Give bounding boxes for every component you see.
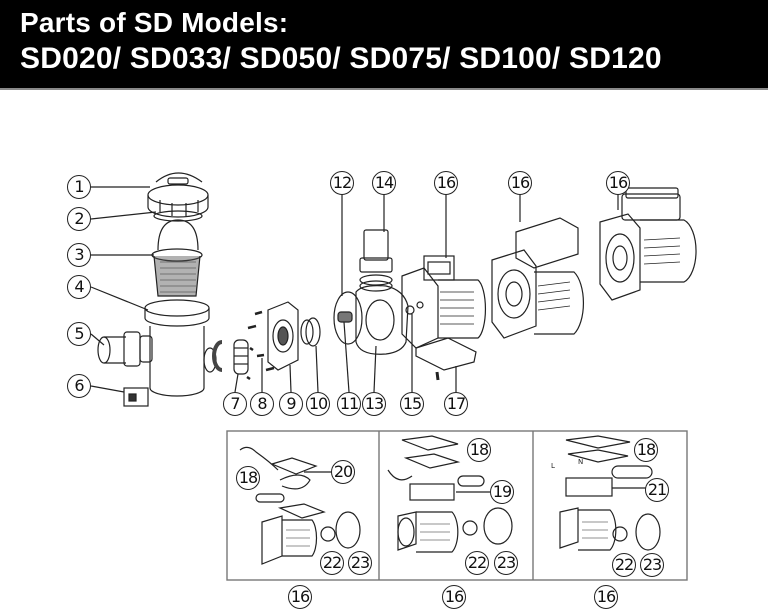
callout-7: 7	[223, 392, 247, 416]
callout-label: 11	[339, 394, 359, 413]
pump-housing	[333, 194, 409, 393]
callout-9: 9	[279, 392, 303, 416]
panel2-bottom-16: 16	[442, 585, 466, 609]
callout-label: 16	[510, 173, 530, 192]
panel1-bottom-16: 16	[288, 585, 312, 609]
callout-11: 11	[337, 392, 361, 416]
callout-label: 18	[238, 468, 258, 487]
header-banner: Parts of SD Models: SD020/ SD033/ SD050/…	[0, 0, 768, 90]
middle-parts	[212, 301, 321, 393]
callout-label: 16	[436, 173, 456, 192]
svg-text:N: N	[578, 458, 583, 466]
callout-label: 7	[230, 394, 240, 413]
callout-13: 13	[362, 392, 386, 416]
callout-label: 14	[374, 173, 394, 192]
callout-17: 17	[444, 392, 468, 416]
callout-label: 20	[333, 462, 353, 481]
callout-2: 2	[67, 207, 91, 231]
panel1-callout-23: 23	[348, 551, 372, 575]
callout-16-motor-medium: 16	[508, 171, 532, 195]
callout-5: 5	[67, 322, 91, 346]
panel2-callout-19: 19	[490, 480, 514, 504]
callout-label: 23	[642, 555, 662, 574]
callout-label: 18	[636, 440, 656, 459]
callout-label: 16	[444, 587, 464, 606]
panel3-callout-21: 21	[645, 478, 669, 502]
detail-panels-frame	[226, 430, 688, 581]
callout-label: 5	[74, 324, 84, 343]
model-list-title: SD020/ SD033/ SD050/ SD075/ SD100/ SD120	[20, 42, 662, 75]
panel1-callout-22: 22	[320, 551, 344, 575]
panel1-callout-20: 20	[331, 460, 355, 484]
callout-label: 22	[322, 553, 342, 572]
callout-16-motor-small: 16	[434, 171, 458, 195]
callout-label: 15	[402, 394, 422, 413]
motor-large	[599, 187, 697, 301]
callout-label: 21	[647, 480, 667, 499]
callout-label: 8	[257, 394, 267, 413]
panel2-callout-22: 22	[465, 551, 489, 575]
callout-label: 19	[492, 482, 512, 501]
panel-1-drawing	[239, 446, 361, 565]
panel2-callout-18: 18	[467, 438, 491, 462]
callout-label: 6	[74, 376, 84, 395]
callout-label: 4	[74, 277, 84, 296]
callout-label: 23	[350, 553, 370, 572]
callout-4: 4	[67, 275, 91, 299]
callout-label: 12	[332, 173, 352, 192]
motor-small	[401, 194, 487, 392]
callout-6: 6	[67, 374, 91, 398]
callout-label: 2	[74, 209, 84, 228]
callout-label: 23	[496, 553, 516, 572]
panel1-callout-18: 18	[236, 466, 260, 490]
panel-2-drawing	[387, 435, 513, 553]
callout-label: 9	[286, 394, 296, 413]
callout-label: 1	[74, 177, 84, 196]
callout-label: 17	[446, 394, 466, 413]
callout-16-motor-large: 16	[606, 171, 630, 195]
callout-label: 22	[614, 555, 634, 574]
panel3-callout-18: 18	[634, 438, 658, 462]
panel-3-drawing: L N	[551, 435, 661, 551]
callout-label: 13	[364, 394, 384, 413]
callout-15: 15	[400, 392, 424, 416]
callout-3: 3	[67, 243, 91, 267]
callout-label: 16	[290, 587, 310, 606]
panel3-callout-22: 22	[612, 553, 636, 577]
callout-8: 8	[250, 392, 274, 416]
panel3-callout-23: 23	[640, 553, 664, 577]
svg-text:L: L	[551, 462, 555, 470]
strainer-assembly	[90, 172, 217, 407]
callout-label: 18	[469, 440, 489, 459]
callout-12: 12	[330, 171, 354, 195]
callout-label: 10	[308, 394, 328, 413]
callout-label: 16	[596, 587, 616, 606]
callout-14: 14	[372, 171, 396, 195]
page-title: Parts of SD Models:	[20, 7, 289, 38]
panel3-bottom-16: 16	[594, 585, 618, 609]
panel2-callout-23: 23	[494, 551, 518, 575]
callout-label: 22	[467, 553, 487, 572]
callout-label: 16	[608, 173, 628, 192]
callout-label: 3	[74, 245, 84, 264]
callout-1: 1	[67, 175, 91, 199]
motor-medium	[491, 194, 584, 339]
callout-10: 10	[306, 392, 330, 416]
